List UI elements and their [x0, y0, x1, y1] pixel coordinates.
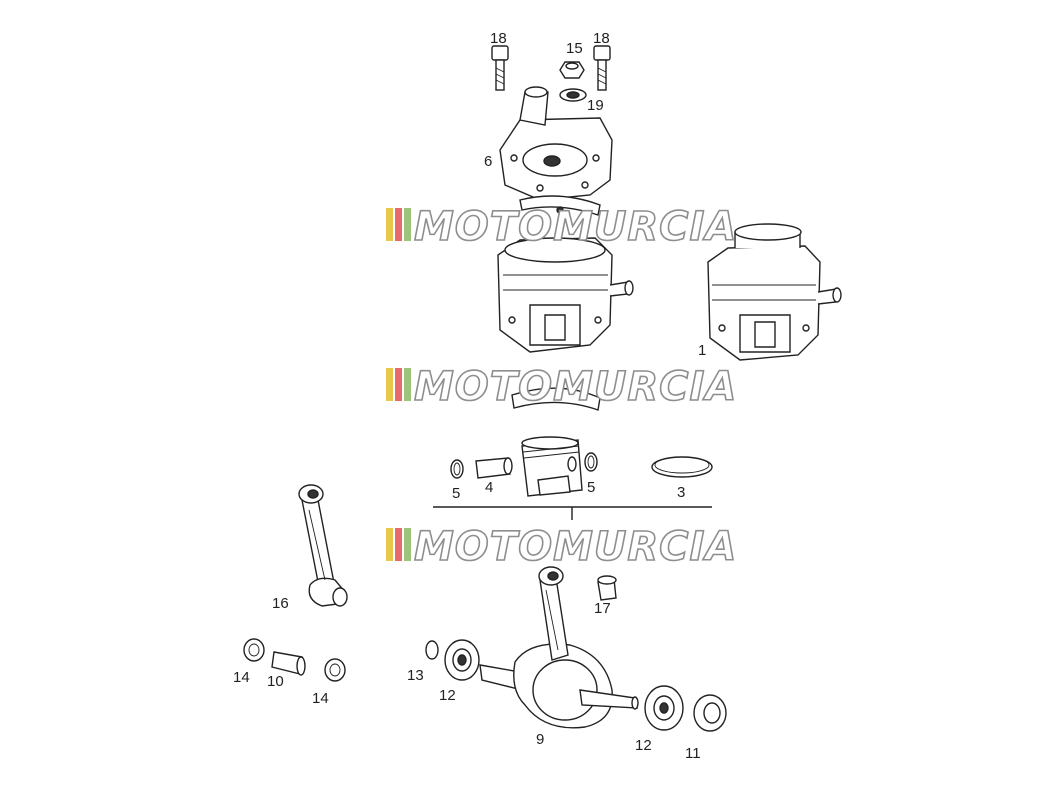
piston-pin-4 — [475, 457, 513, 479]
circlip-5-left — [450, 459, 464, 479]
washer-13 — [425, 640, 439, 660]
label-14-right: 14 — [312, 690, 329, 707]
label-1: 1 — [698, 342, 706, 359]
watermark-text: MOTOMURCIA — [414, 524, 737, 570]
label-9: 9 — [536, 731, 544, 748]
label-19: 19 — [587, 97, 604, 114]
label-16: 16 — [272, 595, 289, 612]
watermark-text: MOTOMURCIA — [414, 364, 737, 410]
piston-ring-3 — [651, 456, 713, 478]
cylinder-center — [497, 237, 634, 353]
label-11: 11 — [685, 745, 701, 762]
label-3: 3 — [677, 484, 685, 501]
watermark-top: MOTOMURCIA — [386, 203, 737, 251]
group-bracket — [433, 506, 712, 520]
washer-14-left — [243, 638, 265, 662]
watermark-text: MOTOMURCIA — [414, 204, 737, 250]
label-12-right: 12 — [635, 737, 652, 754]
cylinder-head-6 — [499, 86, 613, 201]
bushing-17 — [597, 575, 617, 601]
label-15: 15 — [566, 40, 583, 57]
circlip-5-right — [584, 452, 598, 472]
washer-19 — [559, 88, 587, 102]
head-gasket — [519, 195, 601, 216]
label-18-right: 18 — [593, 30, 610, 47]
nut-15 — [559, 61, 585, 79]
bearing-12-right — [644, 685, 684, 731]
watermark-middle: MOTOMURCIA — [386, 363, 737, 411]
washer-14-right — [324, 658, 346, 682]
cylinder-1 — [707, 223, 842, 361]
bolt-18-right — [593, 45, 611, 91]
label-5-right: 5 — [587, 479, 595, 496]
crankshaft-9 — [479, 566, 639, 729]
label-18-left: 18 — [490, 30, 507, 47]
label-13: 13 — [407, 667, 424, 684]
oil-seal-11 — [693, 694, 727, 732]
label-12-left: 12 — [439, 687, 456, 704]
label-14-left: 14 — [233, 669, 250, 686]
label-17: 17 — [594, 600, 611, 617]
piston — [521, 436, 583, 497]
bolt-18-left — [491, 45, 509, 91]
label-6: 6 — [484, 153, 492, 170]
watermark-bottom: MOTOMURCIA — [386, 523, 737, 571]
connecting-rod-16 — [298, 484, 348, 607]
pin-10 — [271, 651, 306, 676]
label-4: 4 — [485, 479, 493, 496]
base-gasket — [511, 387, 601, 411]
bearing-12-left — [444, 639, 480, 681]
label-10: 10 — [267, 673, 284, 690]
label-5-left: 5 — [452, 485, 460, 502]
